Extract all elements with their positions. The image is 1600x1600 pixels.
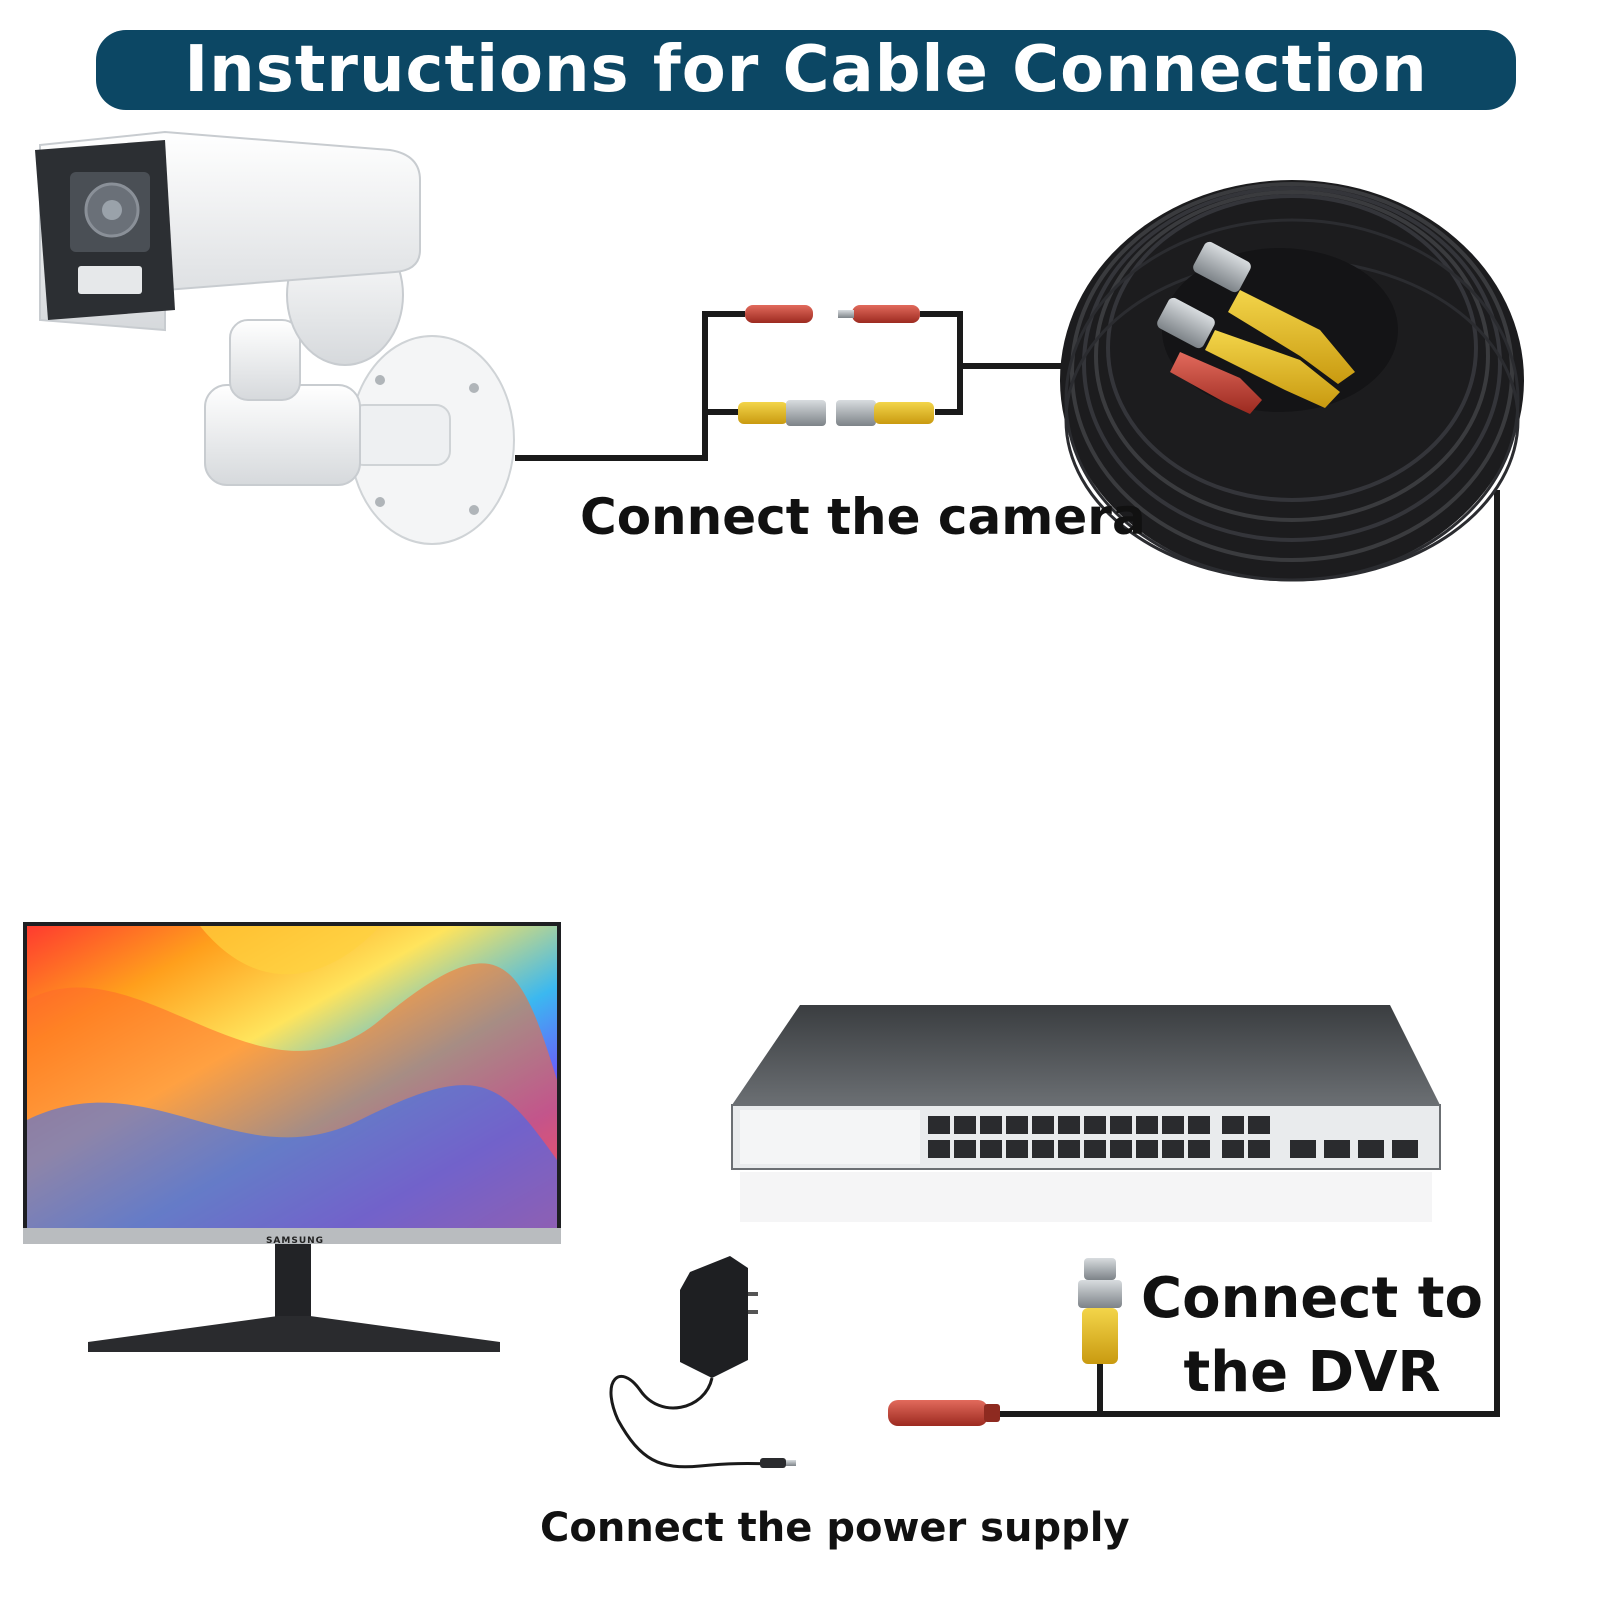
- ethernet-port: [928, 1140, 950, 1158]
- ethernet-port: [1162, 1116, 1184, 1134]
- ethernet-port: [1110, 1116, 1132, 1134]
- sfp-port: [1290, 1140, 1316, 1158]
- adapter-dc-plug: [760, 1458, 786, 1468]
- adapter-cord: [609, 1375, 787, 1469]
- ethernet-port: [1006, 1116, 1028, 1134]
- ethernet-port: [1032, 1140, 1054, 1158]
- ethernet-port: [980, 1140, 1002, 1158]
- coil-ring: [1106, 194, 1478, 502]
- camera-ir-panel: [78, 266, 142, 294]
- dvr-bnc-yellow: [1082, 1308, 1118, 1364]
- monitor-stand-base: [88, 1316, 500, 1352]
- mount-screw: [375, 497, 385, 507]
- ethernet-port: [1006, 1140, 1028, 1158]
- siamese-cable-coil-icon: [1060, 180, 1524, 582]
- camera-neck: [229, 319, 301, 401]
- mount-screw: [375, 375, 385, 385]
- dvr-side-connectors: [888, 1258, 1122, 1426]
- coil-ring: [1094, 190, 1490, 522]
- coil-connectors: [1157, 241, 1355, 414]
- label-connect-dvr: Connect to the DVR: [1141, 1266, 1483, 1405]
- power-plug-male-body: [852, 305, 920, 323]
- monitor-brand: SAMSUNG: [265, 1236, 325, 1246]
- power-adapter-icon: [609, 1256, 796, 1469]
- dvr-power-plug-ring: [984, 1404, 1000, 1422]
- adapter-prong: [748, 1292, 758, 1296]
- mount-screw: [469, 383, 479, 393]
- ethernet-port: [1110, 1140, 1132, 1158]
- ethernet-port: [1136, 1140, 1158, 1158]
- dvr-bnc-collar: [1078, 1280, 1122, 1308]
- coil-to-dvr-wire: [1000, 490, 1500, 1417]
- monitor-icon: [23, 922, 561, 1352]
- uplink-port: [1222, 1116, 1244, 1134]
- ethernet-port: [1058, 1116, 1080, 1134]
- screen-swirl: [27, 1085, 557, 1228]
- ethernet-port: [980, 1116, 1002, 1134]
- uplink-port: [1248, 1140, 1270, 1158]
- ethernet-port: [1188, 1140, 1210, 1158]
- ethernet-port: [928, 1116, 950, 1134]
- dvr-reflection: [740, 1172, 1432, 1222]
- ptz-security-camera-icon: [35, 130, 515, 545]
- ethernet-port: [954, 1116, 976, 1134]
- camera-side-connectors: [738, 305, 934, 426]
- coil-yellow-plug-2: [1228, 290, 1355, 384]
- uplink-port: [1222, 1140, 1244, 1158]
- coil-ring: [1070, 182, 1514, 562]
- camera-to-splitter-wire: [515, 412, 708, 461]
- monitor-stand-neck: [275, 1244, 311, 1324]
- dvr-left-panel: [740, 1110, 920, 1164]
- uplink-port: [1248, 1116, 1270, 1134]
- screen-swirl: [200, 926, 380, 975]
- ethernet-port: [954, 1140, 976, 1158]
- dvr-port-bank: [928, 1116, 1418, 1158]
- adapter-dc-tip: [786, 1460, 796, 1466]
- mount-screw: [469, 505, 479, 515]
- coil-bnc-metal-2: [1193, 241, 1251, 293]
- dvr-bnc-tip: [1084, 1258, 1116, 1280]
- label-connect-power: Connect the power supply: [540, 1505, 1130, 1551]
- coil-red-plug: [1170, 352, 1262, 414]
- coil-yellow-plug-1: [1205, 330, 1340, 408]
- bnc-left-yellow: [738, 402, 788, 424]
- ethernet-port: [1084, 1140, 1106, 1158]
- power-plug-female: [745, 305, 813, 323]
- sfp-port: [1392, 1140, 1418, 1158]
- adapter-prong: [748, 1310, 758, 1314]
- ethernet-port: [1058, 1140, 1080, 1158]
- ethernet-port: [1136, 1116, 1158, 1134]
- bnc-right-yellow: [874, 402, 934, 424]
- power-plug-male-pin: [838, 310, 854, 318]
- bnc-left-metal: [786, 400, 826, 426]
- label-connect-camera: Connect the camera: [580, 488, 1146, 546]
- ethernet-port: [1162, 1140, 1184, 1158]
- bnc-right-metal: [836, 400, 876, 426]
- coil-bnc-metal-1: [1157, 297, 1215, 349]
- sfp-port: [1358, 1140, 1384, 1158]
- coil-ring: [1082, 186, 1502, 542]
- adapter-body: [680, 1256, 748, 1378]
- ethernet-port: [1032, 1116, 1054, 1134]
- dvr-power-plug: [888, 1400, 988, 1426]
- camera-lens-center: [102, 200, 122, 220]
- sfp-port: [1324, 1140, 1350, 1158]
- camera-arm: [349, 404, 451, 466]
- diagram-title: Instructions for Cable Connection Diagra…: [184, 33, 1428, 187]
- ethernet-port: [1188, 1116, 1210, 1134]
- title-banner: [96, 30, 1516, 110]
- dvr-switch-icon: [731, 1005, 1441, 1222]
- ethernet-port: [1084, 1116, 1106, 1134]
- dvr-top: [732, 1005, 1440, 1105]
- splitter-left-branch-wire: [702, 311, 745, 412]
- splitter-right-branch-wire: [920, 311, 963, 415]
- monitor-chin: [23, 1228, 561, 1244]
